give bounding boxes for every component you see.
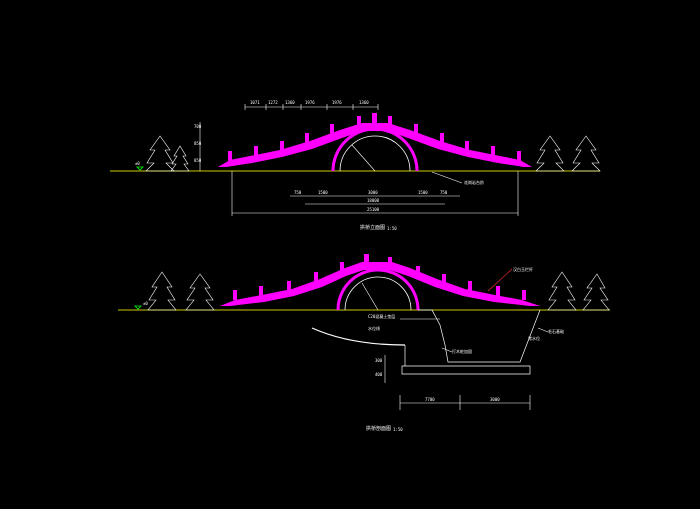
bottom-dim-v1: 300 <box>375 358 383 363</box>
bottom-water-curve <box>311 327 406 346</box>
top-scale: 1:50 <box>387 226 397 231</box>
top-dim-b4: 1500 <box>418 190 428 195</box>
top-arch-radius <box>351 144 376 172</box>
top-dim-v2: 850 <box>194 141 202 146</box>
top-dim-v1: 700 <box>194 124 202 129</box>
top-ground-mark: ±0 <box>135 161 140 166</box>
top-dim-1: 1071 <box>250 100 260 105</box>
bottom-callout-right: 汉白玉栏杆 <box>513 266 533 272</box>
bottom-abutment-outline <box>401 309 541 375</box>
top-title: 拱桥立面图 <box>360 224 385 231</box>
top-callout-leader <box>431 171 463 184</box>
bottom-callout-low: 常水位 <box>528 335 540 341</box>
top-ground-marker <box>136 166 144 171</box>
bottom-callout-pile-leader <box>441 347 453 353</box>
bottom-dim-v2: 400 <box>375 372 383 377</box>
bottom-section-view: 300 400 7700 3000 汉白玉栏杆 C20混凝土垫层 水位线 毛石基… <box>118 254 610 432</box>
bottom-callout-foundation: C20混凝土垫层 <box>368 313 395 319</box>
bottom-trees-right <box>547 271 610 311</box>
bottom-callout-pile: 打木桩加固 <box>452 348 472 354</box>
bottom-arch-inner <box>344 276 412 311</box>
bottom-callout-water: 水位线 <box>368 325 380 331</box>
top-dim-5: 1976 <box>332 100 342 105</box>
bottom-ground-mark: ±0 <box>143 301 148 306</box>
bottom-title: 拱桥剖面图 <box>366 425 391 432</box>
top-callout: 花岗岩台阶 <box>464 179 484 185</box>
bottom-scale: 1:50 <box>393 427 403 432</box>
top-dim-b2: 1500 <box>318 190 328 195</box>
top-dim-b5: 750 <box>440 190 448 195</box>
bottom-railing-posts <box>233 254 526 300</box>
top-dim-v3: 850 <box>194 158 202 163</box>
bottom-trees-left <box>147 271 215 311</box>
bottom-ground-marker <box>134 305 142 310</box>
top-dim-4: 1976 <box>305 100 315 105</box>
top-elevation-view: 1071 1272 1360 1976 1976 1360 700 850 85… <box>110 100 601 231</box>
top-dim-mid: 18000 <box>367 198 380 203</box>
top-bridge-deck <box>218 123 532 167</box>
top-dim-b1: 750 <box>294 190 302 195</box>
bottom-bridge-deck <box>220 262 540 306</box>
top-dim-2: 1272 <box>268 100 278 105</box>
top-trees-right <box>535 135 601 172</box>
bottom-arch-outer <box>336 268 420 311</box>
top-dim-total: 25100 <box>367 207 380 212</box>
bottom-callout-right-leader <box>487 268 513 292</box>
bottom-dim-h2: 3000 <box>490 397 500 402</box>
top-railing-posts <box>228 113 521 161</box>
top-dim-b3: 3000 <box>368 190 378 195</box>
top-arch-outer <box>331 127 419 172</box>
top-dim-chain-ticks <box>244 104 379 110</box>
bottom-arch-radius <box>361 282 379 311</box>
bottom-callout-base: 毛石基础 <box>548 328 564 334</box>
bottom-callout-base-leader <box>537 327 549 333</box>
top-dim-3: 1360 <box>285 100 295 105</box>
top-arch-inner <box>339 135 411 172</box>
top-trees-left <box>145 135 190 172</box>
bottom-dim-h1: 7700 <box>425 397 435 402</box>
top-dim-6: 1360 <box>359 100 369 105</box>
